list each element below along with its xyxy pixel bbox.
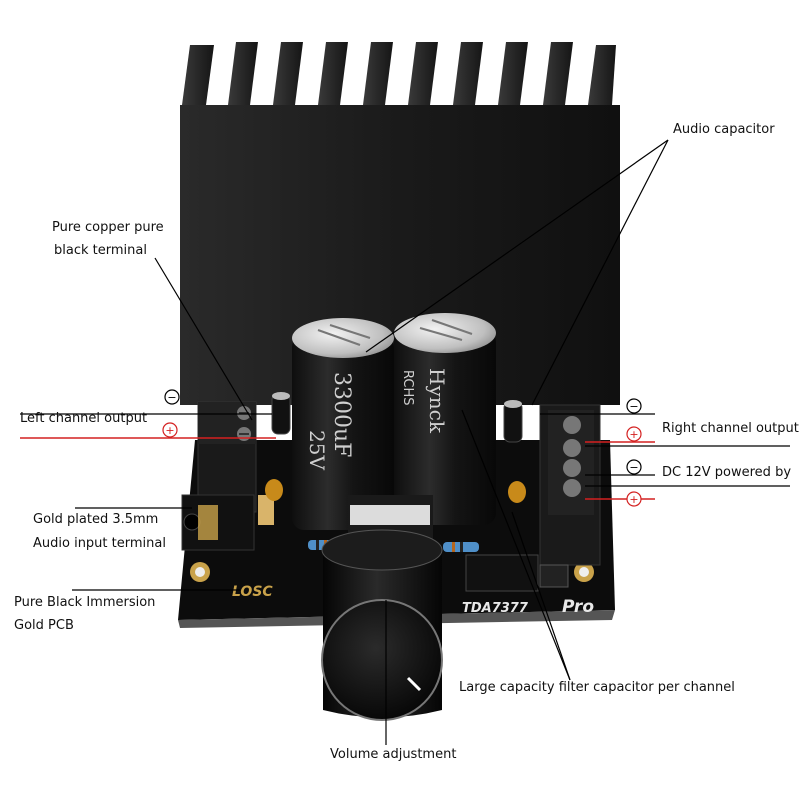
label-left-channel-output: Left channel output <box>20 411 148 426</box>
plus-symbol-right-output: + <box>626 426 642 442</box>
plus-symbol-left: + <box>162 422 178 438</box>
svg-text:+: + <box>629 493 638 506</box>
label-audio-input-line1: Gold plated 3.5mm <box>33 512 159 527</box>
minus-symbol-left: − <box>164 389 180 405</box>
svg-text:−: − <box>167 391 176 404</box>
plus-symbol-power: + <box>626 491 642 507</box>
board-logo: LOSC <box>232 584 273 600</box>
svg-text:−: − <box>629 461 638 474</box>
capacitor-code: RCHS <box>400 370 415 406</box>
filter-capacitor-left: 3300uF 25V <box>292 318 394 530</box>
label-copper-terminal-line2: black terminal <box>54 243 147 258</box>
label-filter-capacitor: Large capacity filter capacitor per chan… <box>459 680 735 695</box>
label-dc-power: DC 12V powered by <box>662 465 792 480</box>
ceramic-capacitor-right <box>508 481 526 503</box>
right-terminal-block <box>539 404 601 566</box>
small-capacitor-right <box>503 400 523 443</box>
annotation-lines <box>20 139 790 745</box>
label-copper-terminal-line1: Pure copper pure <box>52 220 164 235</box>
audio-input-jack <box>181 494 274 551</box>
svg-text:+: + <box>165 424 174 437</box>
svg-text:+: + <box>629 428 638 441</box>
capacitor-voltage: 25V <box>305 430 329 470</box>
label-pcb-line1: Pure Black Immersion <box>14 595 156 610</box>
volume-knob <box>321 495 443 721</box>
left-terminal-block <box>197 401 257 513</box>
label-pcb-line2: Gold PCB <box>14 618 74 633</box>
capacitor-brand: Hynck <box>425 368 449 434</box>
small-capacitor-left <box>271 392 291 435</box>
svg-text:−: − <box>629 400 638 413</box>
board-model: TDA7377 <box>462 601 529 616</box>
heatsink-fins <box>182 42 616 105</box>
minus-symbol-power: − <box>626 459 642 475</box>
ceramic-capacitor-left <box>265 479 283 501</box>
minus-symbol-right-output: − <box>626 398 642 414</box>
capacitor-value: 3300uF <box>329 372 354 457</box>
label-audio-input-line2: Audio input terminal <box>33 536 166 551</box>
filter-capacitor-right: Hynck RCHS <box>394 313 496 525</box>
polarity-lines <box>20 437 655 500</box>
label-right-channel-output: Right channel output <box>662 421 799 436</box>
label-audio-capacitor: Audio capacitor <box>673 122 775 137</box>
board-model-suffix: Pro <box>562 597 594 617</box>
label-volume-adjustment: Volume adjustment <box>330 747 457 762</box>
resistor <box>443 542 479 552</box>
voltage-regulator <box>465 554 569 592</box>
